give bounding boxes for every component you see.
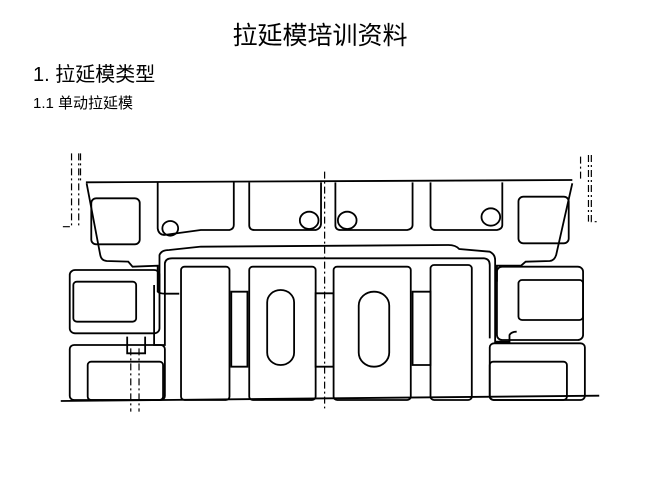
punch-slot <box>267 290 294 365</box>
guide-hole <box>300 212 319 229</box>
upper-die-top-line <box>86 180 572 182</box>
guide-hole <box>338 212 357 229</box>
draw-die-cross-section-drawing <box>50 145 610 425</box>
left-column <box>154 285 165 345</box>
punch-connector <box>413 292 431 365</box>
upper-die-right-side <box>497 183 572 281</box>
right-base-block <box>490 343 585 400</box>
subsection-heading: 1.1 单动拉延模 <box>33 95 134 112</box>
upper-cell <box>335 182 412 230</box>
punch-block <box>181 267 229 400</box>
punch-connector <box>316 293 334 366</box>
guide-hole <box>481 208 500 225</box>
right-binder-block <box>497 267 583 340</box>
pin-center-lines <box>131 348 139 411</box>
left-base-block <box>70 345 165 400</box>
punch-connector <box>231 292 247 367</box>
page-title: 拉延模培训资料 <box>232 21 408 50</box>
section-heading: 1. 拉延模类型 <box>33 64 156 86</box>
blank-holder-inner <box>165 258 490 338</box>
upper-cell <box>91 198 139 244</box>
upper-cell <box>158 182 234 235</box>
upper-cell <box>431 182 503 230</box>
blank-holder-plate <box>159 245 516 342</box>
upper-cell <box>249 182 321 230</box>
upper-cell <box>518 197 568 244</box>
punch-slot <box>359 292 390 367</box>
left-frame-line <box>63 153 81 226</box>
left-binder-block <box>70 270 160 333</box>
guide-hole <box>162 221 178 236</box>
right-base-cell <box>490 362 567 400</box>
right-binder-cell <box>518 280 583 320</box>
punch-block <box>431 265 472 400</box>
right-frame-line <box>581 155 600 222</box>
punch-block <box>334 267 411 400</box>
left-pin <box>127 337 145 354</box>
left-base-cell <box>88 362 163 400</box>
left-binder-cell <box>73 282 136 322</box>
upper-die-left-side <box>87 183 180 293</box>
punch-block <box>249 267 315 400</box>
